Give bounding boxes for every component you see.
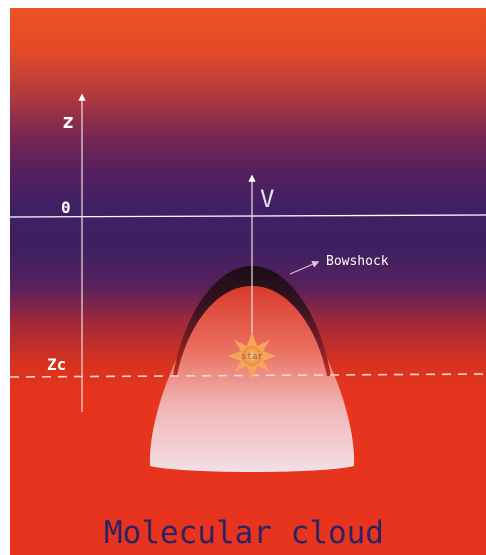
star-icon xyxy=(228,332,276,380)
z-axis-label: z xyxy=(62,109,74,133)
velocity-label: V xyxy=(260,185,274,213)
bowshock-shell xyxy=(173,266,331,376)
bowshock-pointer-arrow xyxy=(289,260,320,275)
bowshock-label: Bowshock xyxy=(326,254,389,269)
zc-label: Zc xyxy=(47,355,66,374)
origin-line xyxy=(9,214,486,218)
region-label: Molecular cloud xyxy=(104,515,384,551)
origin-label: 0 xyxy=(61,198,71,217)
star-label: star xyxy=(241,352,263,362)
